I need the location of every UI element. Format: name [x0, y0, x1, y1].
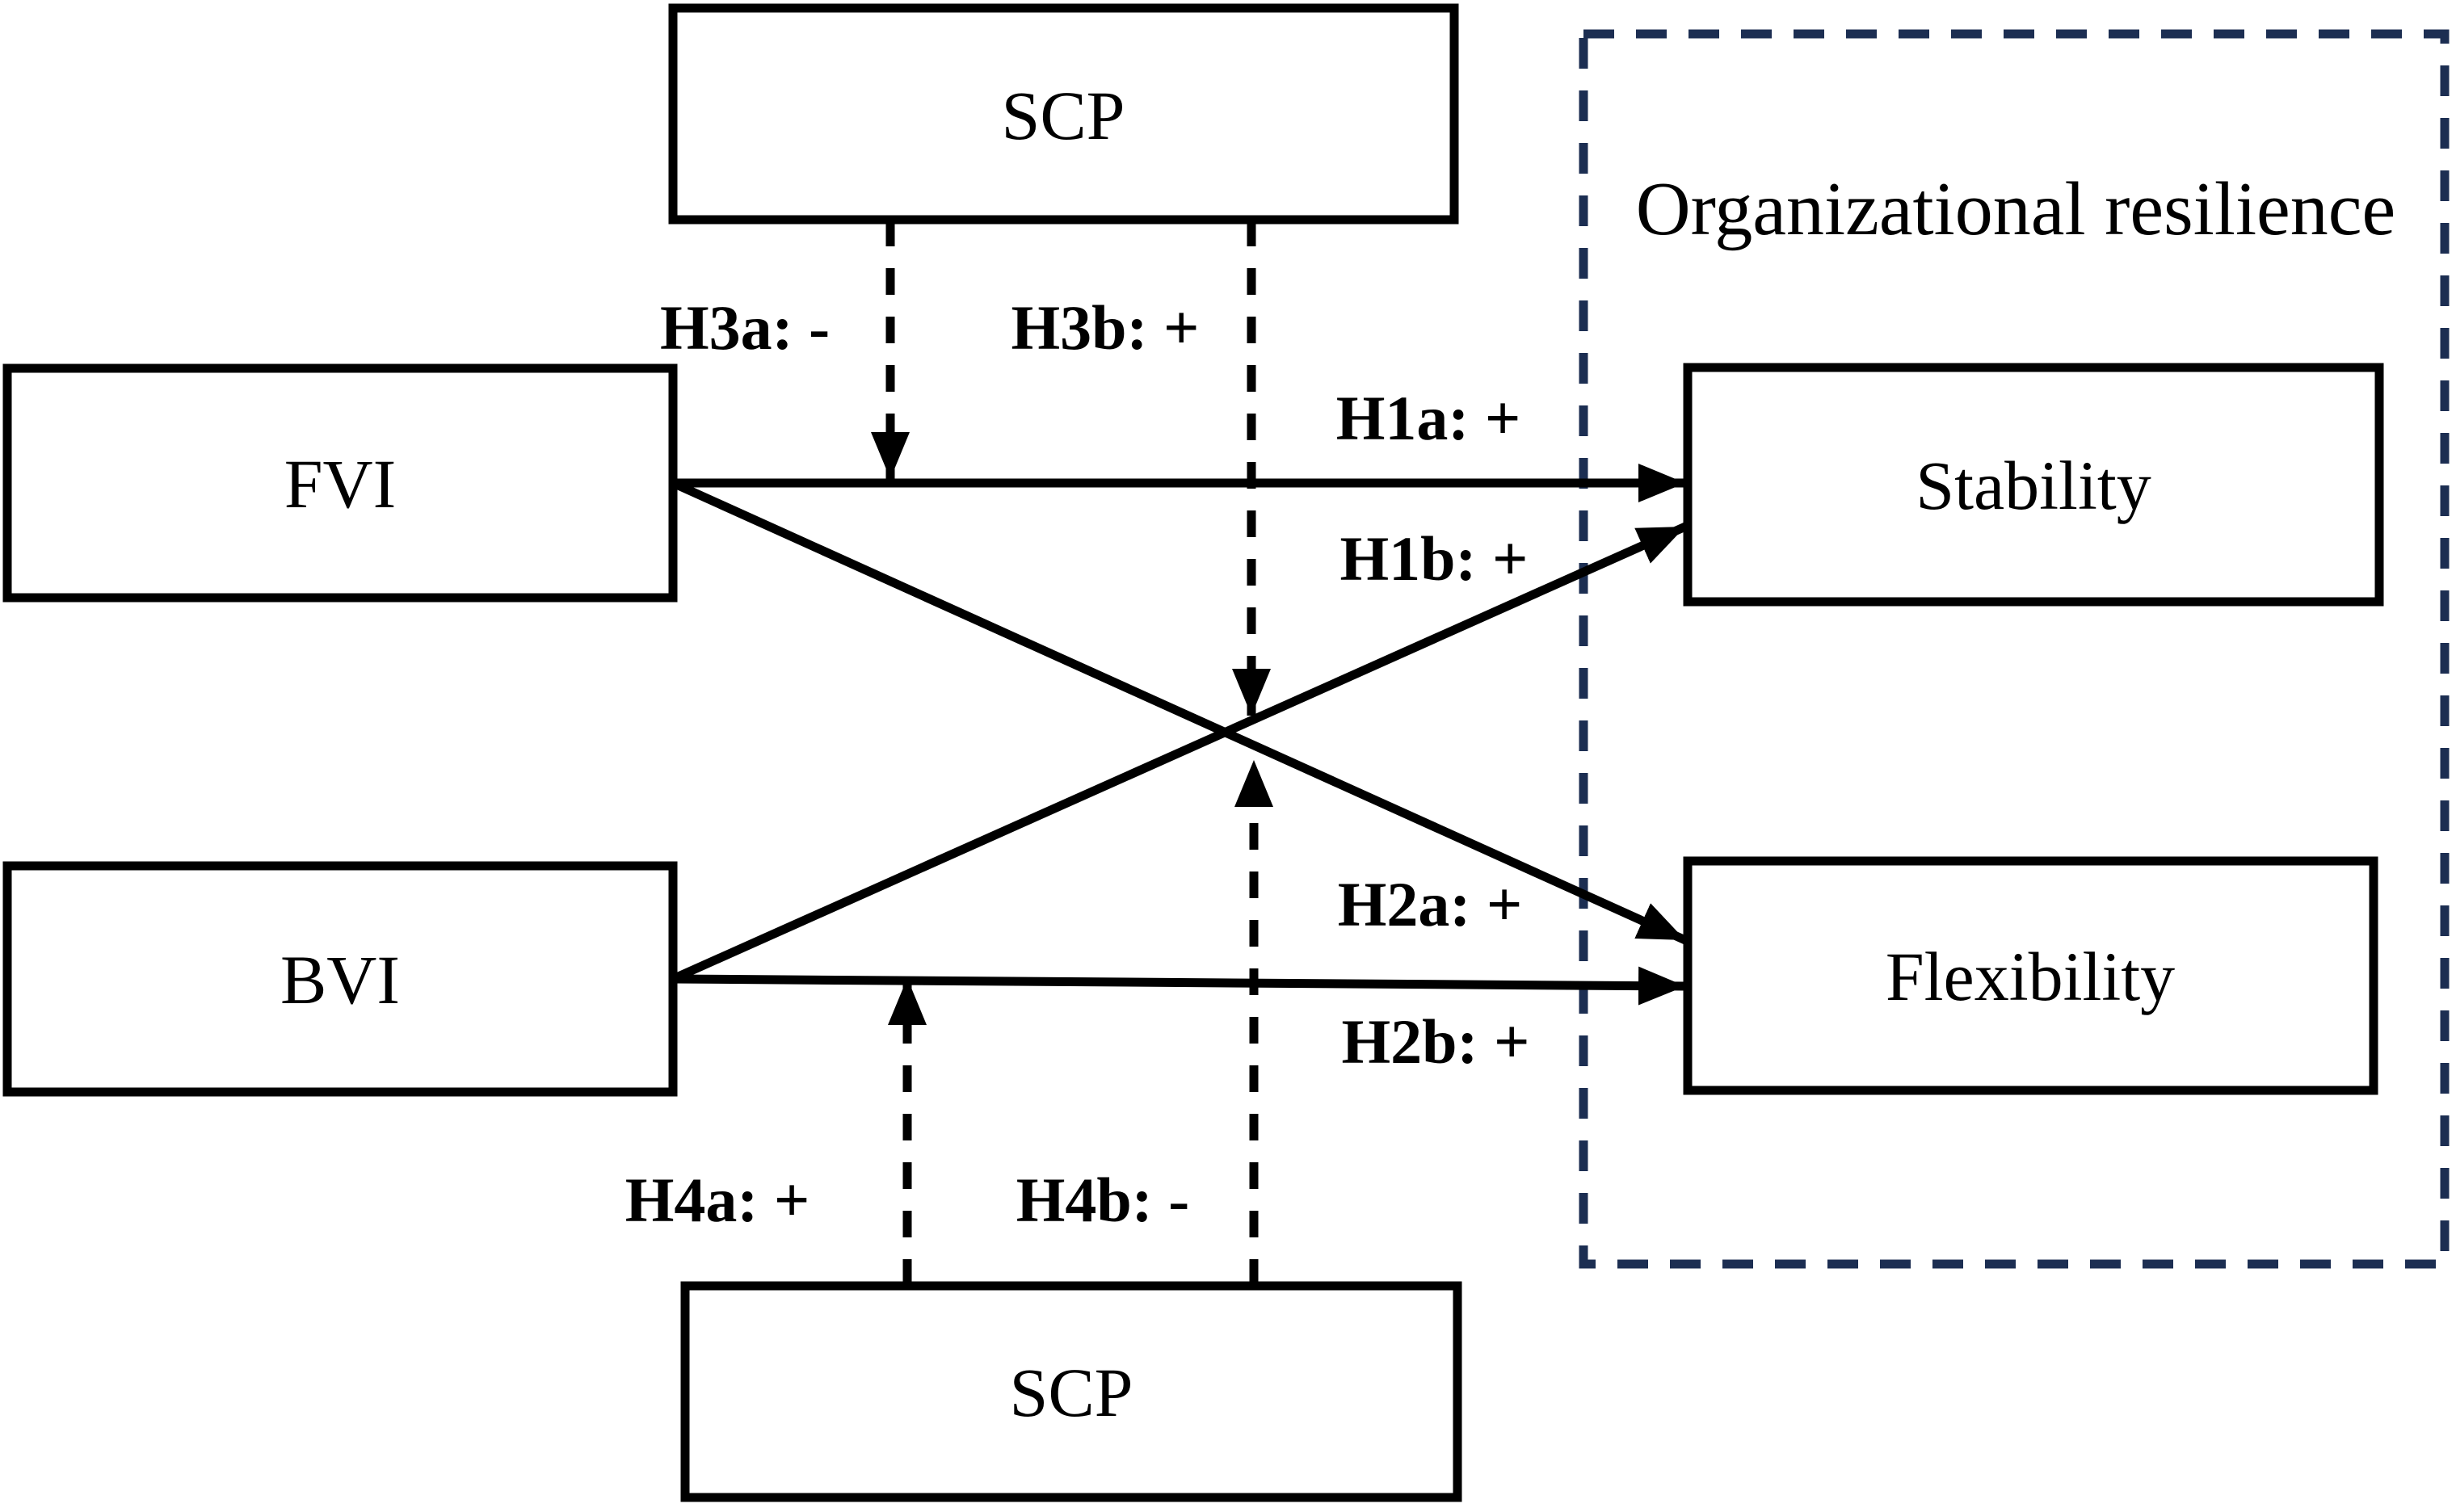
h4a-label: H4a: + — [625, 1165, 810, 1235]
fvi-label: FVI — [284, 445, 397, 523]
h1b-arrow-bvi-to-stability — [671, 522, 1688, 984]
h4b-label: H4b: - — [1016, 1165, 1190, 1235]
organizational-resilience-dashed-frame — [1579, 29, 2450, 1269]
stability-label: Stability — [1916, 447, 2151, 524]
h3a-label: H3a: - — [660, 292, 830, 363]
scp-bottom-label: SCP — [1009, 1354, 1133, 1431]
h2a-label: H2a: + — [1338, 869, 1523, 939]
bvi-label: BVI — [280, 941, 400, 1018]
scp-bottom-box — [680, 1281, 1462, 1502]
scp-top-label: SCP — [1001, 77, 1125, 154]
h1a-label: H1a: + — [1336, 383, 1521, 453]
h2b-arrow-bvi-to-flexibility — [672, 966, 1686, 1006]
h1b-label: H1b: + — [1340, 523, 1529, 594]
h2b-label: H2b: + — [1342, 1006, 1530, 1077]
scp-top-box — [668, 3, 1459, 225]
flexibility-label: Flexibility — [1886, 938, 2175, 1015]
fvi-box — [2, 363, 678, 603]
h2a-arrow-fvi-to-flexibility — [671, 478, 1688, 945]
stability-box — [1683, 363, 2384, 607]
flexibility-box — [1683, 856, 2378, 1095]
bvi-box — [2, 861, 678, 1097]
h3b-label: H3b: + — [1011, 292, 1200, 363]
organizational-resilience-title: Organizational resilience — [1636, 167, 2395, 251]
